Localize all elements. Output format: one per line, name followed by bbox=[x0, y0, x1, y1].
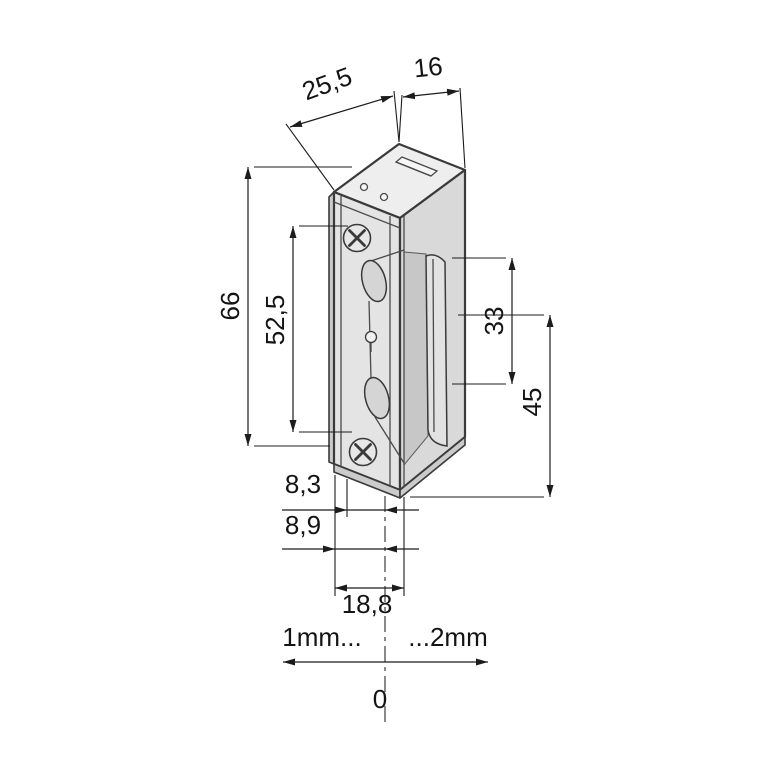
dim-line bbox=[402, 88, 460, 100]
adjustment-label-zero: 0 bbox=[373, 684, 387, 714]
ext-line bbox=[459, 87, 466, 169]
dimension-label-16: 16 bbox=[412, 51, 444, 84]
dimension-45: 45 bbox=[410, 314, 554, 498]
dimension-label-52-5: 52,5 bbox=[260, 295, 290, 346]
adjustment-scale: 1mm... ...2mm 0 bbox=[282, 622, 488, 714]
dimension-66: 66 bbox=[215, 166, 352, 447]
top-wire-hole-left bbox=[359, 182, 369, 192]
dimension-label-8-3: 8,3 bbox=[285, 469, 321, 499]
top-wire-hole-right bbox=[379, 192, 389, 202]
keeper-lobe-lower bbox=[363, 376, 391, 420]
adjustment-label-left: 1mm... bbox=[282, 622, 361, 652]
dimension-52-5: 52,5 bbox=[260, 225, 352, 433]
adjustment-label-right: ...2mm bbox=[408, 622, 487, 652]
keeper-lobe-upper bbox=[360, 259, 388, 303]
keeper-inner-line bbox=[432, 258, 435, 433]
dim-line bbox=[289, 95, 394, 128]
dimension-label-45: 45 bbox=[517, 388, 547, 417]
dimension-label-18-8: 18,8 bbox=[342, 589, 393, 619]
dimension-33: 33 bbox=[452, 257, 516, 385]
phillips-screw-top bbox=[342, 223, 372, 253]
dimension-8-9: 8,9 bbox=[282, 475, 419, 596]
lobe-bottom-connector bbox=[374, 416, 405, 464]
top-slot-depth-line bbox=[395, 161, 432, 177]
dimension-16: 16 bbox=[398, 51, 466, 169]
faceplate-top-edge-line bbox=[333, 201, 401, 229]
dimension-8-3: 8,3 bbox=[282, 469, 419, 517]
adjustment-pin bbox=[364, 330, 378, 344]
body-bottom-rim bbox=[399, 436, 466, 499]
dimension-18-8: 18,8 bbox=[335, 497, 405, 619]
latch-keeper bbox=[425, 254, 448, 447]
dimension-label-66: 66 bbox=[215, 292, 245, 321]
ext-line bbox=[393, 90, 400, 143]
lobe-top-connector bbox=[370, 249, 405, 262]
ext-line bbox=[398, 94, 403, 143]
dimension-label-25-5: 25,5 bbox=[298, 61, 356, 107]
dimension-label-8-9: 8,9 bbox=[285, 510, 321, 540]
dimension-label-33: 33 bbox=[479, 307, 509, 336]
strike-body bbox=[328, 142, 467, 499]
strike-cavity bbox=[403, 251, 429, 467]
ext-line bbox=[285, 123, 335, 191]
phillips-screw-bottom bbox=[348, 437, 378, 467]
